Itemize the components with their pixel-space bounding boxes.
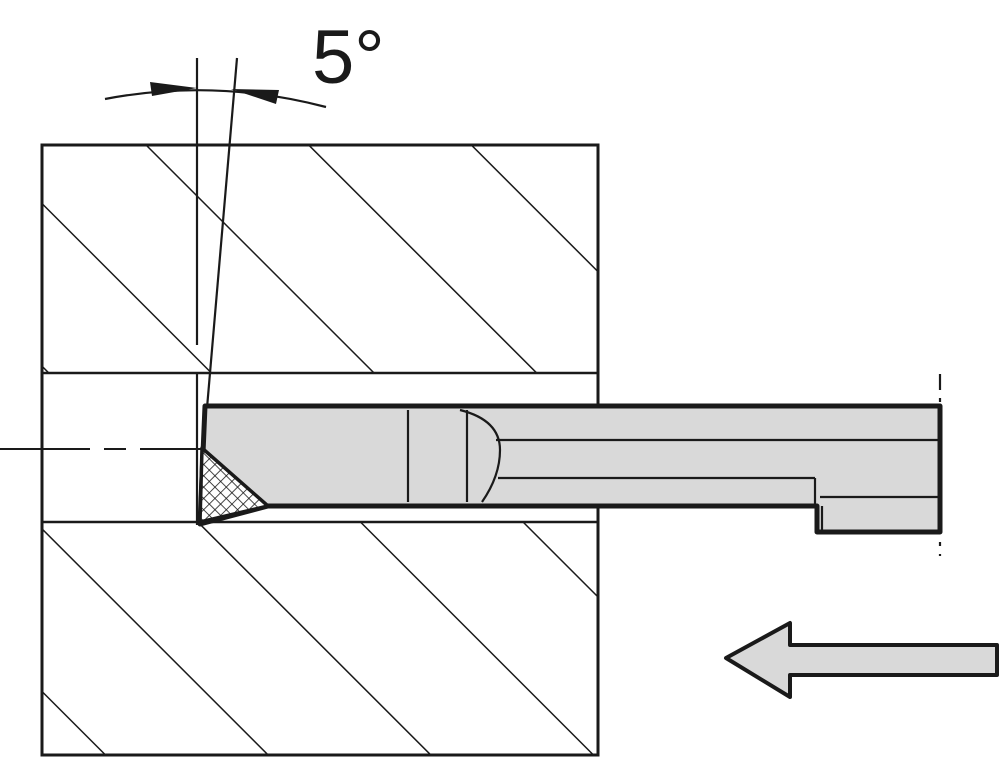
workpiece-top-block bbox=[42, 145, 598, 373]
boring-tool bbox=[197, 374, 943, 556]
dimension-arrow-right bbox=[231, 89, 279, 104]
feed-direction-arrow bbox=[724, 621, 999, 699]
workpiece-bottom-block bbox=[42, 522, 598, 755]
dimension-arrow-left bbox=[150, 82, 197, 96]
angle-label: 5° bbox=[312, 15, 385, 100]
angle-reference bbox=[104, 57, 327, 525]
cutting-insert bbox=[198, 446, 270, 524]
